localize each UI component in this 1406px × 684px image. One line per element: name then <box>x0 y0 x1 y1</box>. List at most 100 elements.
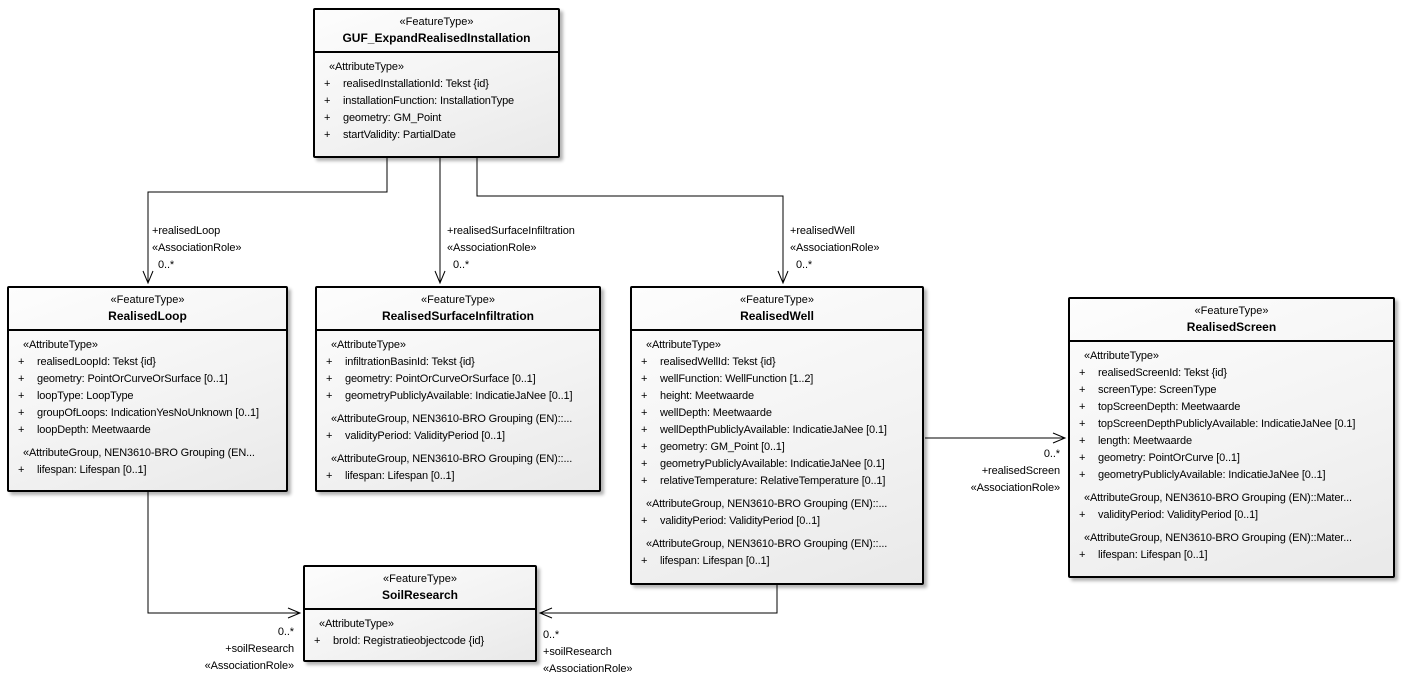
attribute-text: startValidity: PartialDate <box>343 129 456 141</box>
class-box-realised-surface-infiltration[interactable]: «FeatureType» RealisedSurfaceInfiltratio… <box>315 286 601 492</box>
association-soil-research-from-loop[interactable] <box>147 492 302 619</box>
association-stereotype: «AssociationRole» <box>447 242 537 254</box>
class-box-soil-research[interactable]: «FeatureType» SoilResearch «AttributeTyp… <box>303 565 537 662</box>
attribute-row: +lifespan: Lifespan [0..1] <box>321 468 595 485</box>
attribute-visibility: + <box>326 390 333 402</box>
attribute-text: topScreenDepthPubliclyAvailable: Indicat… <box>1098 418 1356 430</box>
class-header: «FeatureType» GUF_ExpandRealisedInstalla… <box>315 10 558 53</box>
association-label-realised-loop: +realisedLoop «AssociationRole» 0..* <box>152 223 242 274</box>
attribute-row: + geometry: GM_Point <box>319 110 554 127</box>
attribute-text: lifespan: Lifespan [0..1] <box>1098 549 1208 561</box>
attribute-visibility: + <box>18 424 25 436</box>
attribute-visibility: + <box>324 95 331 107</box>
attribute-text: geometryPubliclyAvailable: IndicatieJaNe… <box>1098 469 1326 481</box>
attribute-row: +geometryPubliclyAvailable: IndicatieJaN… <box>636 456 918 473</box>
association-stereotype: «AssociationRole» <box>790 242 880 254</box>
association-multiplicity: 0..* <box>796 259 813 271</box>
class-name: GUF_ExpandRealisedInstallation <box>342 31 531 45</box>
attribute-visibility: + <box>324 129 331 141</box>
association-label-realised-screen: 0..* +realisedScreen «AssociationRole» <box>971 446 1061 497</box>
attribute-row: +lifespan: Lifespan [0..1] <box>1074 547 1389 564</box>
attribute-text: screenType: ScreenType <box>1098 384 1217 396</box>
attribute-visibility: + <box>326 373 333 385</box>
attribute-row: +topScreenDepth: Meetwaarde <box>1074 399 1389 416</box>
attribute-visibility: + <box>1079 509 1086 521</box>
attribute-visibility: + <box>641 373 648 385</box>
attribute-text: realisedLoopId: Tekst {id} <box>37 356 156 368</box>
class-box-realised-screen[interactable]: «FeatureType» RealisedScreen «AttributeT… <box>1068 297 1395 578</box>
attribute-row: + relativeTemperature: RelativeTemperatur… <box>636 473 918 490</box>
association-label-soil-research-from-well: 0..* +soilResearch «AssociationRole» <box>543 627 633 678</box>
attribute-text: loopType: LoopType <box>37 390 134 402</box>
attribute-visibility: + <box>324 112 331 124</box>
attribute-visibility: + <box>18 373 25 385</box>
attribute-section-stereotype: «AttributeType» <box>1084 350 1159 362</box>
attribute-visibility: + <box>326 430 333 442</box>
attribute-row: + validityPeriod: ValidityPeriod [0..1] <box>321 428 595 445</box>
association-realised-loop[interactable] <box>142 158 388 285</box>
association-soil-research-from-well[interactable] <box>538 585 778 619</box>
class-box-realised-loop[interactable]: «FeatureType» RealisedLoop «AttributeTyp… <box>7 286 288 492</box>
attribute-visibility: + <box>1079 384 1086 396</box>
attribute-row: +geometry: GM_Point [0..1] <box>636 439 918 456</box>
attribute-text: validityPeriod: ValidityPeriod [0..1] <box>345 430 505 442</box>
attribute-visibility: + <box>641 407 648 419</box>
class-header: «FeatureType» RealisedSurfaceInfiltratio… <box>317 288 599 331</box>
attribute-row: + wellFunction: WellFunction [1..2] <box>636 371 918 388</box>
attribute-text: geometry: GM_Point <box>343 112 442 124</box>
attribute-section-stereotype: «AttributeType» <box>331 339 406 351</box>
attribute-row: +realisedWellId: Tekst {id} <box>636 354 918 371</box>
class-box-realised-well[interactable]: «FeatureType» RealisedWell «AttributeTyp… <box>630 286 924 585</box>
association-role-name: +realisedScreen <box>981 465 1060 477</box>
attribute-row: +loopDepth: Meetwaarde <box>13 422 282 439</box>
association-stereotype: «AssociationRole» <box>152 242 242 254</box>
attribute-section-stereotype: «AttributeType» <box>23 339 98 351</box>
class-name: RealisedLoop <box>108 309 187 323</box>
attribute-row: +height: Meetwaarde <box>636 388 918 405</box>
attribute-visibility: + <box>18 390 25 402</box>
attribute-row: + startValidity: PartialDate <box>319 127 554 144</box>
attribute-section-stereotype: «AttributeGroup, NEN3610-BRO Grouping (E… <box>646 538 888 550</box>
class-stereotype: «FeatureType» <box>110 294 185 306</box>
class-box-guf-expand-realised-installation[interactable]: «FeatureType» GUF_ExpandRealisedInstalla… <box>313 8 560 158</box>
association-role-name: +realisedWell <box>790 225 855 237</box>
attribute-row: +realisedInstallationId: Tekst {id} <box>319 76 554 93</box>
association-label-soil-research-from-loop: 0..* +soilResearch «AssociationRole» <box>205 624 295 675</box>
association-stereotype: «AssociationRole» <box>543 663 633 675</box>
class-stereotype: «FeatureType» <box>421 294 495 306</box>
attribute-row: +geometryPubliclyAvailable: IndicatieJaN… <box>321 388 595 405</box>
class-stereotype: «FeatureType» <box>399 16 474 28</box>
class-attributes: «AttributeType»+realisedInstallationId: … <box>315 53 558 148</box>
attribute-visibility: + <box>641 424 648 436</box>
association-realised-well[interactable] <box>476 158 789 285</box>
attribute-text: wellFunction: WellFunction [1..2] <box>660 373 814 385</box>
class-header: «FeatureType» SoilResearch <box>305 567 535 610</box>
attribute-row: +lifespan: Lifespan [0..1] <box>13 462 282 479</box>
class-name: RealisedScreen <box>1186 320 1277 334</box>
class-attributes: «AttributeType»+realisedScreenId: Tekst … <box>1070 342 1393 568</box>
attribute-row: +geometry: PointOrCurve [0..1] <box>1074 450 1389 467</box>
attribute-visibility: + <box>1079 469 1086 481</box>
association-multiplicity: 0..* <box>543 629 560 641</box>
attribute-text: realisedWellId: Tekst {id} <box>660 356 776 368</box>
attribute-text: geometry: PointOrCurveOrSurface [0..1] <box>37 373 228 385</box>
attribute-visibility: + <box>326 470 333 482</box>
attribute-text: validityPeriod: ValidityPeriod [0..1] <box>1098 509 1258 521</box>
attribute-visibility: + <box>641 475 648 487</box>
attribute-row: + screenType: ScreenType <box>1074 382 1389 399</box>
class-attributes: «AttributeType»+broId: Registratieobject… <box>305 610 535 654</box>
attribute-text: relativeTemperature: RelativeTemperature… <box>660 475 886 487</box>
attribute-text: broId: Registratieobjectcode {id} <box>333 635 484 647</box>
class-name: RealisedWell <box>740 309 814 323</box>
attribute-text: infiltrationBasinId: Tekst {id} <box>345 356 475 368</box>
attribute-visibility: + <box>1079 452 1086 464</box>
attribute-text: lifespan: Lifespan [0..1] <box>660 555 770 567</box>
attribute-row: +geometry: PointOrCurveOrSurface [0..1] <box>321 371 595 388</box>
association-role-name: +realisedLoop <box>152 225 221 237</box>
association-label-realised-well: +realisedWell «AssociationRole» 0..* <box>790 223 880 274</box>
attribute-visibility: + <box>641 515 648 527</box>
attribute-visibility: + <box>641 458 648 470</box>
attribute-section-stereotype: «AttributeGroup, NEN3610-BRO Grouping (E… <box>23 447 255 459</box>
class-attributes: «AttributeType»+realisedWellId: Tekst {i… <box>632 331 922 574</box>
